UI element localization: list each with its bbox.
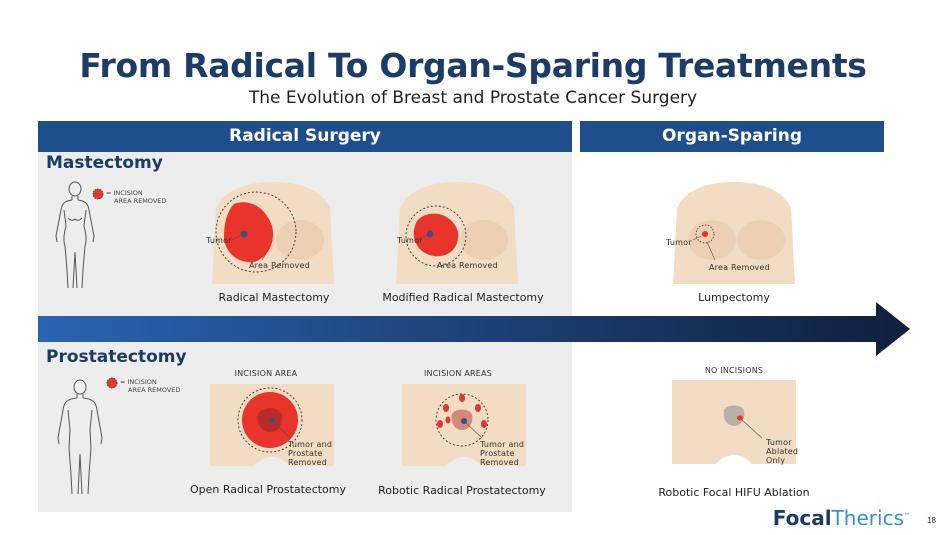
incision-areas-label: INCISION AREAS	[424, 369, 492, 378]
note-line: Ablated	[766, 447, 799, 456]
page-subtitle: The Evolution of Breast and Prostate Can…	[248, 88, 698, 108]
logo-part-therics: Therics	[831, 506, 904, 530]
focaltherics-logo: FocalTherics™	[773, 506, 910, 530]
modified-radical-mastectomy-caption: Modified Radical Mastectomy	[382, 291, 544, 304]
open-radical-prostatectomy-illustration	[210, 384, 334, 466]
note-line: Removed	[288, 458, 327, 467]
ablation-note: Tumor Ablated Only	[766, 438, 798, 465]
robotic-radical-prostatectomy-caption: Robotic Radical Prostatectomy	[378, 484, 546, 497]
radical-surgery-header: Radical Surgery	[38, 121, 572, 152]
incision-legend-icon-top	[92, 188, 104, 200]
note-line: Only	[766, 456, 786, 465]
note-line: Tumor and	[288, 440, 333, 449]
mastectomy-section-title: Mastectomy	[46, 153, 163, 173]
lumpectomy-illustration	[673, 182, 795, 284]
logo-trademark: ™	[904, 512, 910, 520]
open-radical-prostatectomy-caption: Open Radical Prostatectomy	[189, 483, 347, 496]
note-line: Tumor and	[480, 440, 525, 449]
legend-line-2: AREA REMOVED	[114, 197, 167, 205]
modified-radical-mastectomy-illustration	[396, 182, 518, 284]
page-number: 18	[927, 516, 936, 525]
area-removed-label: Area Removed	[709, 263, 770, 272]
page-title: From Radical To Organ-Sparing Treatments	[79, 46, 867, 85]
incision-legend-icon-bottom	[106, 377, 118, 389]
logo-part-focal: Focal	[772, 506, 832, 530]
prostate-note: Tumor and Prostate Removed	[480, 440, 524, 467]
organ-sparing-header: Organ-Sparing	[580, 121, 884, 152]
legend-line-1: = INCISION	[106, 189, 143, 197]
robotic-focal-hifu-illustration	[672, 380, 796, 464]
robotic-radical-prostatectomy-illustration	[402, 384, 526, 466]
incision-area-label: INCISION AREA	[234, 369, 298, 378]
tumor-label: Tumor	[666, 238, 692, 247]
prostate-note: Tumor and Prostate Removed	[288, 440, 332, 467]
note-line: Tumor	[766, 438, 792, 447]
tumor-label: Tumor	[206, 236, 232, 245]
legend-line-1: = INCISION	[120, 378, 157, 386]
incision-legend-text-bottom: = INCISION AREA REMOVED	[120, 378, 180, 394]
radical-mastectomy-illustration	[212, 182, 334, 284]
lumpectomy-caption: Lumpectomy	[698, 291, 770, 304]
robotic-focal-hifu-caption: Robotic Focal HIFU Ablation	[658, 486, 810, 499]
note-line: Prostate	[288, 449, 323, 458]
no-incisions-label: NO INCISIONS	[704, 366, 764, 375]
prostatectomy-section-title: Prostatectomy	[46, 347, 187, 367]
radical-mastectomy-caption: Radical Mastectomy	[218, 291, 330, 304]
area-removed-label: Area Removed	[249, 261, 310, 270]
note-line: Prostate	[480, 449, 515, 458]
incision-legend-text-top: = INCISION AREA REMOVED	[106, 189, 166, 205]
tumor-label: Tumor	[397, 236, 423, 245]
note-line: Removed	[480, 458, 519, 467]
male-body-icon	[57, 379, 103, 495]
area-removed-label: Area Removed	[437, 261, 498, 270]
progression-arrow	[38, 302, 910, 356]
legend-line-2: AREA REMOVED	[128, 386, 181, 394]
female-body-icon	[55, 181, 95, 289]
